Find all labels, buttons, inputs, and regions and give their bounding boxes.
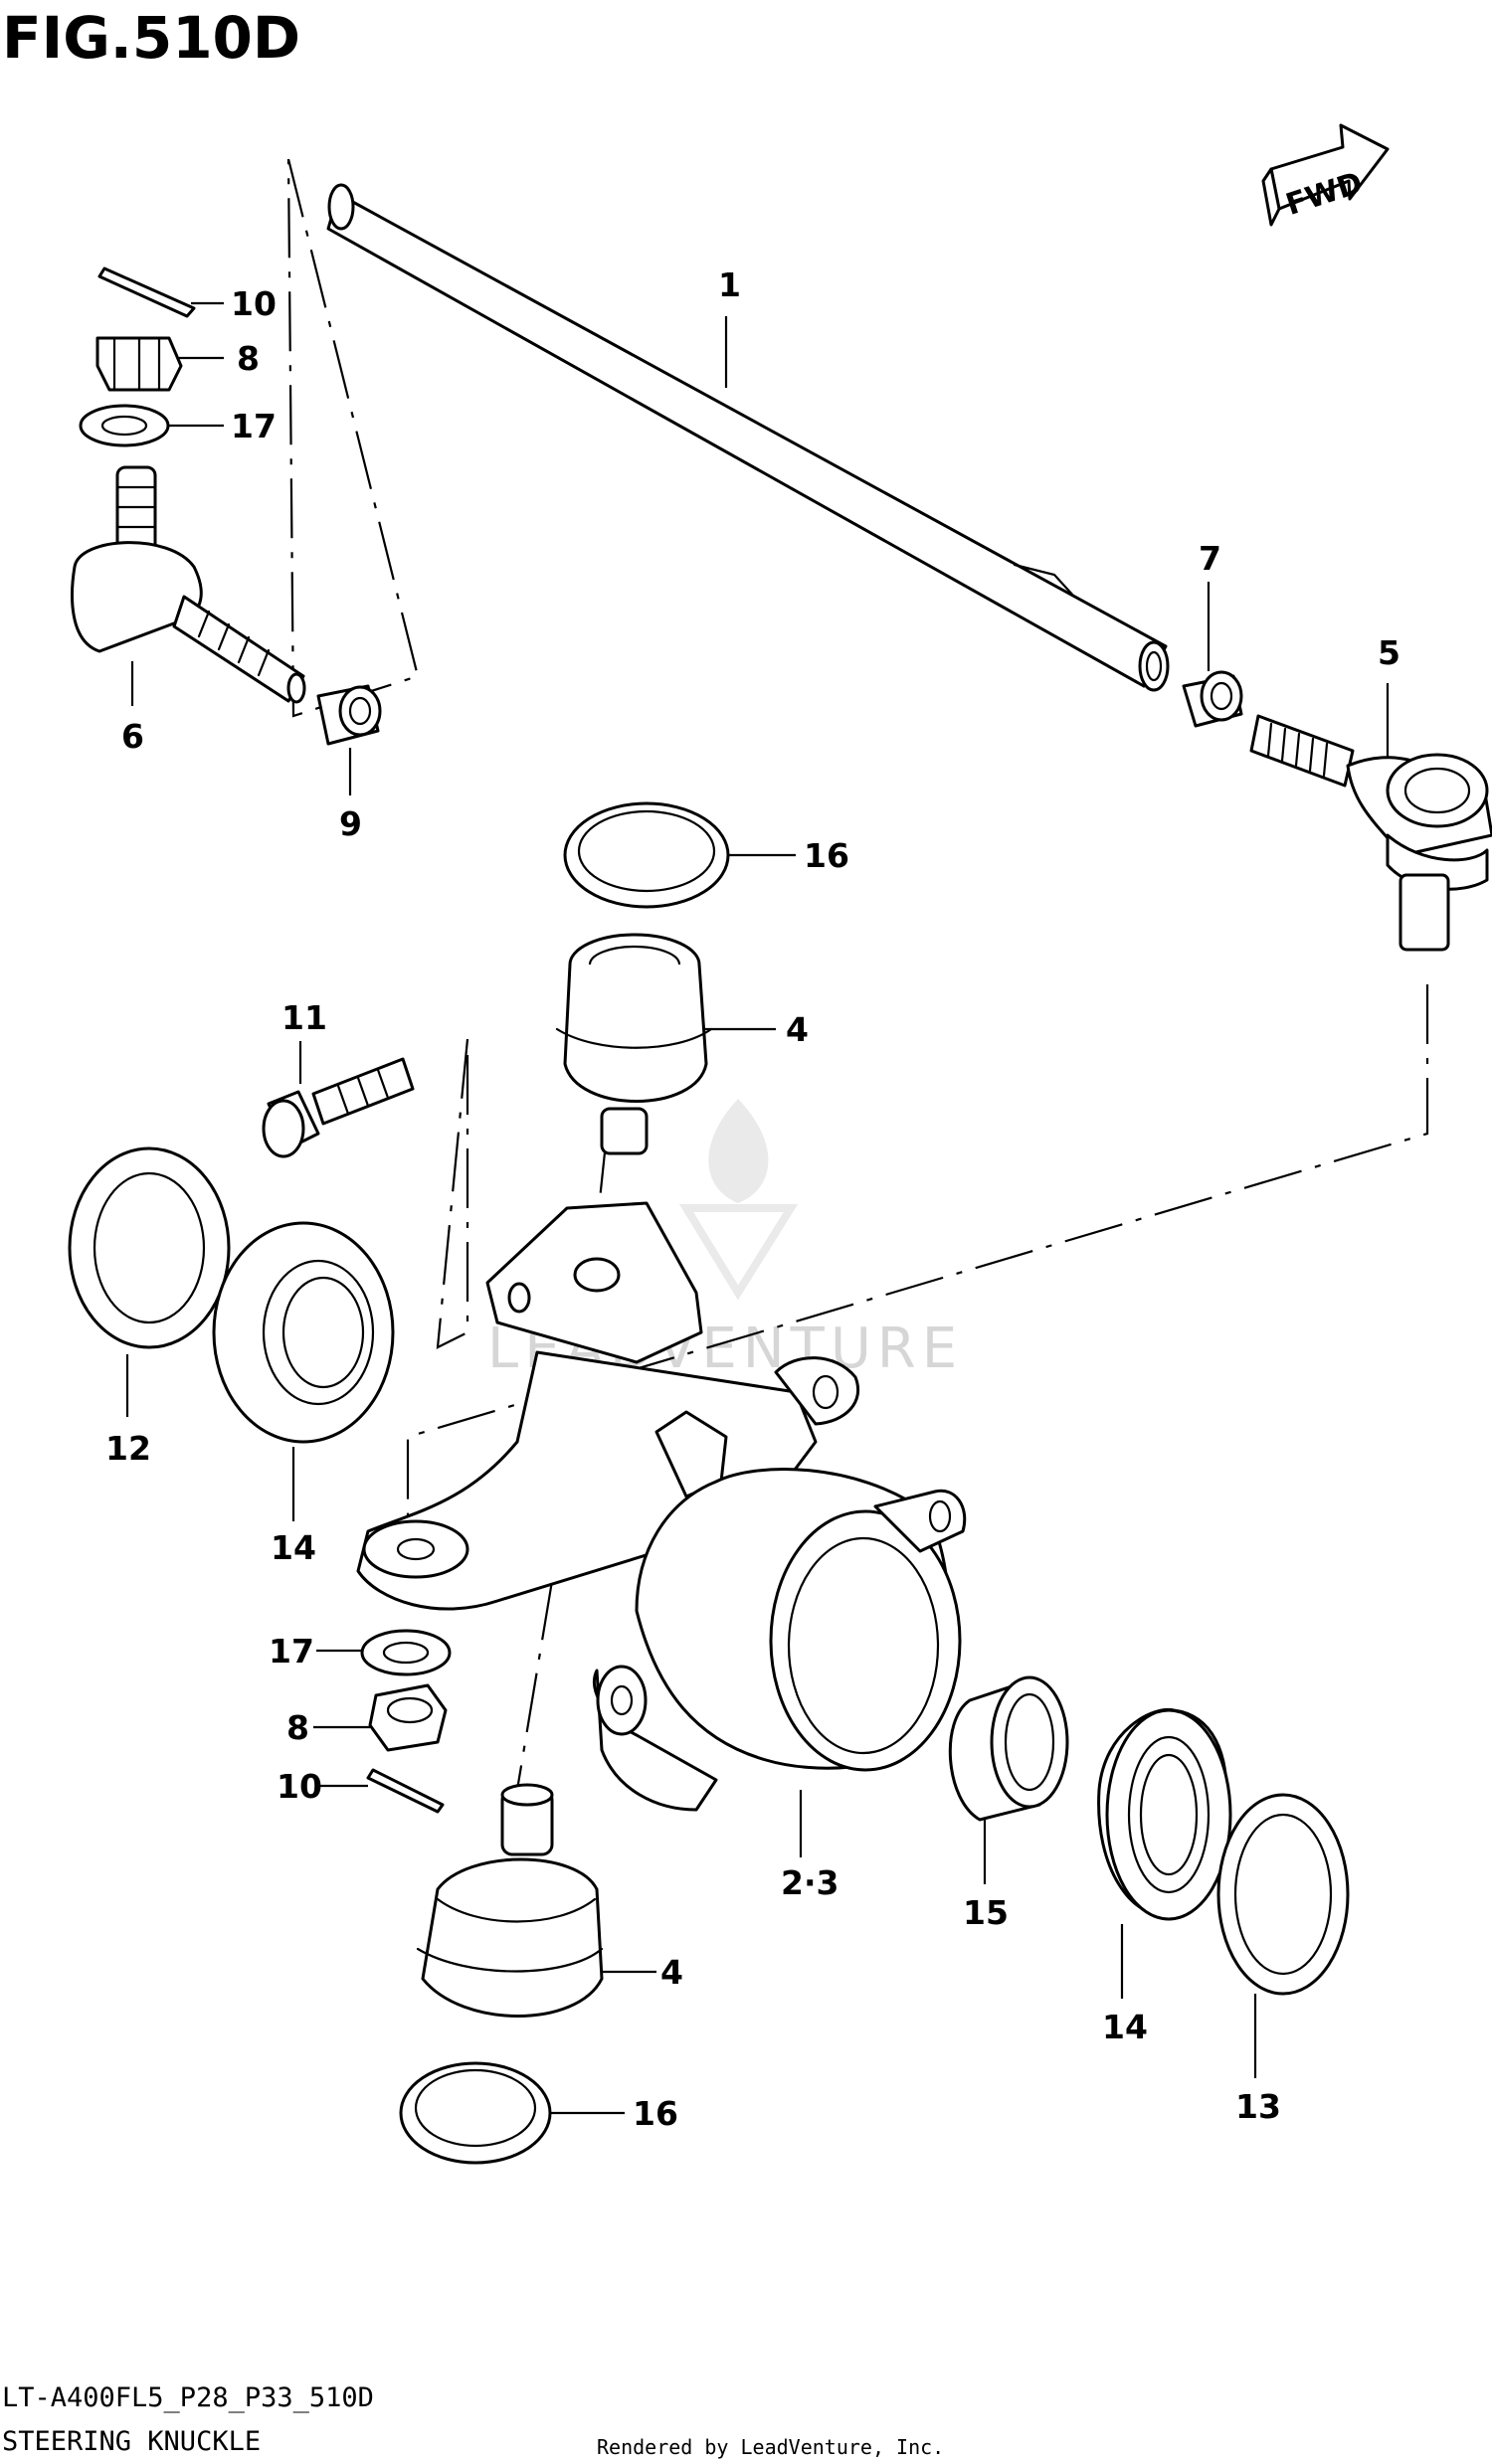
callout-17-upper: 17 xyxy=(231,407,277,445)
callout-14-right: 14 xyxy=(1102,2008,1148,2046)
oil-seal-12 xyxy=(68,1146,231,1349)
steering-knuckle-body xyxy=(356,1201,967,1812)
figure-title: FIG.510D xyxy=(2,4,300,72)
callout-4-upper: 4 xyxy=(786,1010,809,1049)
tie-rod-end-inner xyxy=(71,465,306,704)
castle-nut-8-lower xyxy=(368,1683,448,1752)
bolt-link-line xyxy=(436,1038,469,1349)
oil-seal-13 xyxy=(1216,1793,1350,1996)
callout-5: 5 xyxy=(1378,633,1400,672)
lower-ball-joint-link-line xyxy=(515,1580,554,1791)
lock-nut-9 xyxy=(316,684,382,746)
circlip-16-lower xyxy=(399,2061,552,2165)
callout-16-lower: 16 xyxy=(633,2094,678,2133)
flange-bolt-11 xyxy=(262,1057,415,1158)
callout-4-lower: 4 xyxy=(660,1953,683,1992)
callout-6: 6 xyxy=(121,717,144,756)
callout-7: 7 xyxy=(1199,539,1221,578)
tie-rod xyxy=(326,183,1170,692)
render-credit: Rendered by LeadVenture, Inc. xyxy=(597,2435,944,2459)
washer-17-lower xyxy=(360,1629,452,1676)
bearing-14-left xyxy=(212,1221,395,1444)
leadventure-flame-icon xyxy=(678,1099,799,1301)
callout-8-lower: 8 xyxy=(286,1708,309,1747)
callout-labels: 1 2·3 4 4 5 6 7 8 8 9 10 10 11 12 13 14 … xyxy=(105,265,1400,2133)
callout-15: 15 xyxy=(963,1893,1009,1932)
callout-14-left: 14 xyxy=(271,1528,316,1567)
callout-16-upper: 16 xyxy=(804,836,849,875)
callout-12: 12 xyxy=(105,1429,151,1468)
lock-nut-7 xyxy=(1182,670,1243,728)
castle-nut-8-upper xyxy=(95,336,183,392)
callout-2-3: 2·3 xyxy=(781,1863,839,1902)
outer-tie-rod-link-line xyxy=(406,984,1429,1516)
callout-10-lower: 10 xyxy=(277,1767,322,1806)
bearing-14-right xyxy=(1097,1707,1232,1921)
callout-leaders xyxy=(125,301,1390,2115)
ball-joint-4-lower xyxy=(416,1783,604,2018)
callout-11: 11 xyxy=(281,998,327,1037)
washer-17-upper xyxy=(79,404,170,447)
callout-1: 1 xyxy=(718,265,741,304)
callout-10-upper: 10 xyxy=(231,284,277,323)
figure-name: STEERING KNUCKLE xyxy=(2,2426,261,2457)
circlip-16-upper xyxy=(563,801,730,909)
callout-9: 9 xyxy=(339,804,362,843)
callout-8-upper: 8 xyxy=(237,339,260,378)
model-code: LT-A400FL5_P28_P33_510D xyxy=(2,2382,374,2413)
fwd-arrow-icon: FWD xyxy=(1261,123,1390,227)
ball-joint-4-upper xyxy=(555,933,713,1155)
cotter-pin-10-upper xyxy=(97,266,196,318)
cotter-pin-10-lower xyxy=(366,1768,445,1814)
spacer-15 xyxy=(948,1675,1069,1822)
callout-13: 13 xyxy=(1235,2087,1281,2126)
tie-rod-end-outer xyxy=(1249,714,1492,952)
callout-17-lower: 17 xyxy=(269,1632,314,1671)
